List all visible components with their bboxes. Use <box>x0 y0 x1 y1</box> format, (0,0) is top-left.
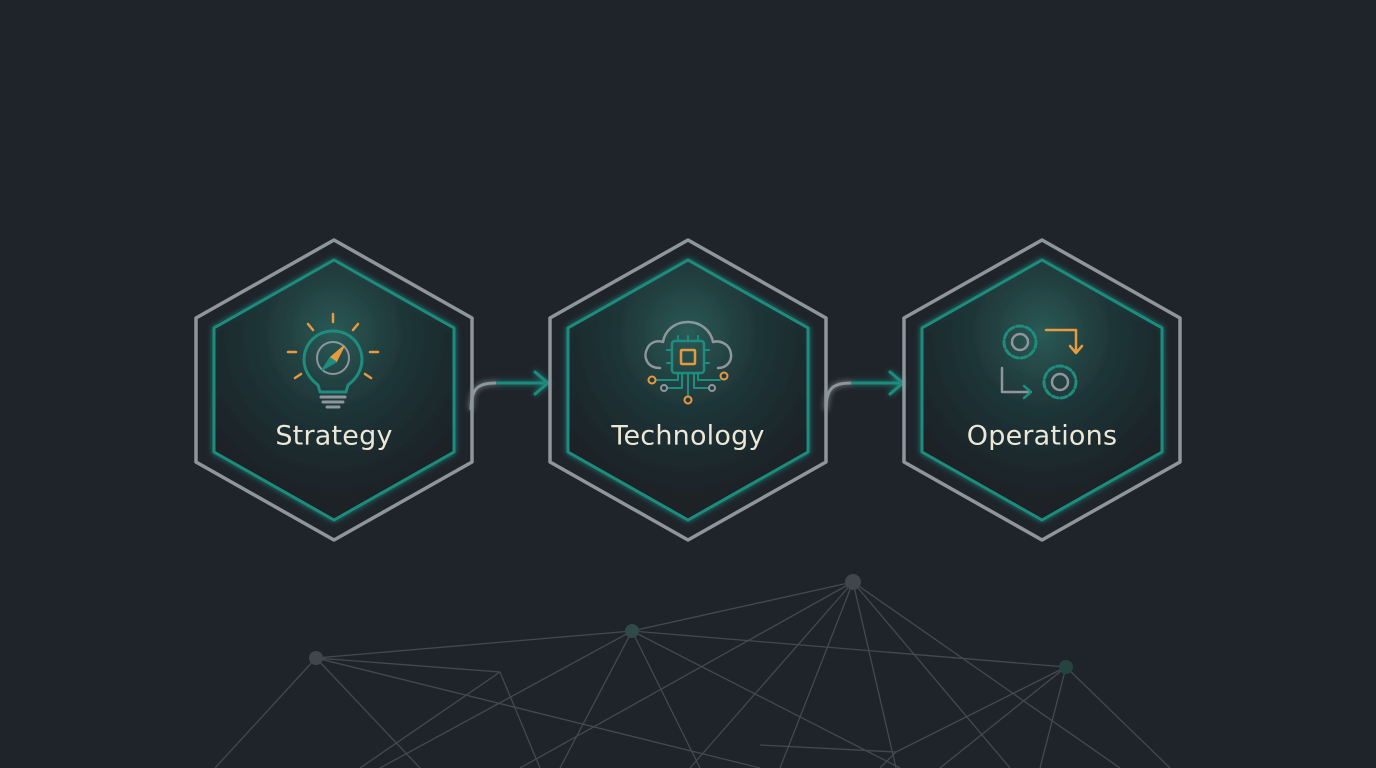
step-label-operations: Operations <box>967 421 1117 452</box>
network-background <box>214 581 1171 768</box>
hex-outer-outline <box>194 238 474 542</box>
network-nodes <box>309 574 1073 674</box>
hex-outer-outline <box>902 238 1182 542</box>
hex-inner-panel <box>920 258 1164 522</box>
hex-inner-panel <box>212 258 456 522</box>
step-label-strategy: Strategy <box>275 421 392 452</box>
arrowhead-icon <box>533 370 550 396</box>
hex-outer-outline <box>548 238 828 542</box>
connector-strategy-technology <box>469 370 550 411</box>
step-strategy: Strategy <box>194 238 474 542</box>
lightbulb-compass-icon <box>286 312 380 409</box>
step-operations: Operations <box>902 238 1182 542</box>
gears-cycle-icon <box>1000 324 1084 400</box>
step-label-technology: Technology <box>610 421 764 452</box>
connector-technology-operations <box>824 370 905 411</box>
cloud-chip-icon <box>644 320 733 405</box>
step-technology: Technology <box>548 238 828 542</box>
